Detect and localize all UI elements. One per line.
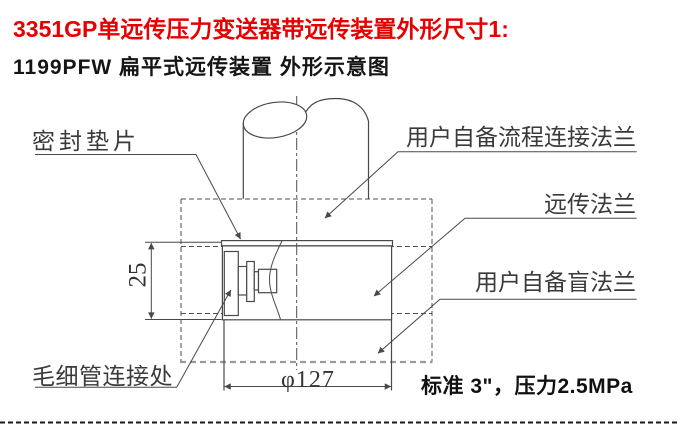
break-curve — [268, 240, 283, 320]
process-pipe — [242, 97, 370, 199]
leader-remote-flange — [373, 217, 637, 297]
leader-seal-gasket — [35, 154, 241, 240]
flange-body — [220, 240, 394, 321]
process-flange-label: 用户自备流程连接法兰 — [406, 125, 636, 150]
page-subtitle: 1199PFW 扁平式远传装置 外形示意图 — [13, 56, 390, 79]
capillary-label: 毛细管连接处 — [32, 364, 173, 389]
leader-process-flange — [324, 151, 637, 219]
seal-gasket-label: 密封垫片 — [32, 129, 140, 154]
remote-flange-label: 远传法兰 — [544, 192, 636, 217]
leader-capillary — [35, 289, 232, 388]
blind-flange-label: 用户自备盲法兰 — [475, 270, 636, 295]
leader-blind-flange — [377, 298, 637, 354]
standard-pressure-note: 标准 3"，压力2.5MPa — [421, 375, 633, 398]
leader-lines — [35, 151, 637, 388]
dimension-25 — [145, 241, 222, 320]
dimension-25-text: 25 — [124, 262, 152, 288]
dimension-diameter-text: φ127 — [281, 367, 335, 393]
blind-flange-sides — [223, 319, 393, 391]
page-title: 3351GP单远传压力变送器带远传装置外形尺寸1: — [13, 16, 509, 42]
